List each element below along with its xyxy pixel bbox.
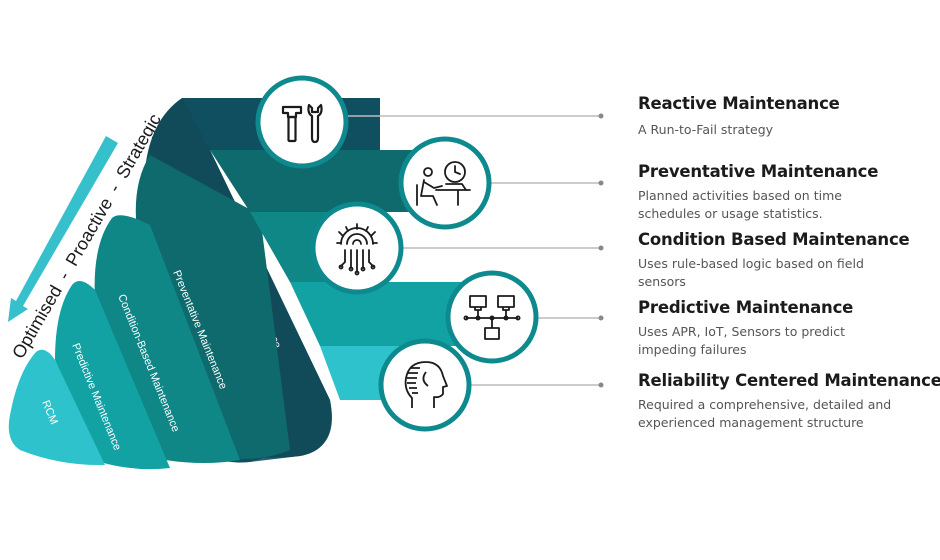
layer-preventative-band: [210, 150, 420, 212]
layer-rcm-face: [8, 349, 105, 466]
description-text-rcm: Required a comprehensive, detailed and e…: [638, 396, 938, 432]
connector-dot-5: [598, 382, 604, 388]
icon-circle-5: [378, 338, 472, 432]
description-text-condition: Uses rule-based logic based on field sen…: [638, 255, 938, 291]
description-title-reactive: Reactive Maintenance: [638, 94, 840, 113]
connector-dots: [598, 113, 604, 388]
description-line: experienced management structure: [638, 415, 864, 430]
description-line: impeding failures: [638, 342, 747, 357]
icon-circle-2: [398, 136, 492, 230]
head-profile-icon: [404, 361, 448, 408]
description-title-preventative: Preventative Maintenance: [638, 162, 879, 181]
description-text-predictive: Uses APR, IoT, Sensors to predict impedi…: [638, 323, 938, 359]
funnel-layers: Reactive Maintenance Preventative Mainte…: [8, 98, 470, 470]
description-predictive: Predictive Maintenance Uses APR, IoT, Se…: [638, 298, 938, 359]
description-title-condition: Condition Based Maintenance: [638, 230, 910, 249]
description-line: Uses APR, IoT, Sensors to predict: [638, 324, 846, 339]
icon-circle-4: [445, 270, 539, 364]
description-rcm: Reliability Centered Maintenance Require…: [638, 371, 940, 432]
description-line: sensors: [638, 274, 686, 289]
tools-icon: [281, 103, 323, 144]
layer-condition-face: [94, 215, 240, 463]
gear-circuit-icon: [336, 223, 378, 276]
network-icon: [463, 295, 521, 340]
description-text-preventative: Planned activities based on time schedul…: [638, 187, 938, 223]
description-line: Required a comprehensive, detailed and: [638, 397, 892, 412]
description-line: schedules or usage statistics.: [638, 206, 823, 221]
connector-dot-3: [598, 245, 604, 251]
connector-dot-2: [598, 180, 604, 186]
description-title-predictive: Predictive Maintenance: [638, 298, 854, 317]
connectors: [345, 115, 600, 386]
description-reactive: Reactive Maintenance A Run-to-Fail strat…: [638, 94, 938, 139]
description-preventative: Preventative Maintenance Planned activit…: [638, 162, 938, 223]
layer-preventative-face: [135, 155, 290, 459]
worker-clock-icon: [416, 161, 471, 206]
connector-dot-4: [598, 315, 604, 321]
layer-predictive-band: [290, 282, 470, 346]
icon-circles: [255, 75, 539, 432]
connector-dot-1: [598, 113, 604, 119]
icon-circle-3: [310, 201, 404, 295]
layer-rcm: RCM: [8, 346, 400, 466]
layer-preventative: Preventative Maintenance: [135, 150, 420, 459]
description-line: A Run-to-Fail strategy: [638, 122, 774, 137]
description-line: Uses rule-based logic based on field: [638, 256, 864, 271]
description-title-rcm: Reliability Centered Maintenance: [638, 371, 940, 390]
description-text-reactive: A Run-to-Fail strategy: [638, 121, 938, 139]
icon-circle-1: [255, 75, 349, 169]
description-line: Planned activities based on time: [638, 188, 842, 203]
description-condition: Condition Based Maintenance Uses rule-ba…: [638, 230, 938, 291]
strategy-arrow-shape: [8, 136, 118, 322]
